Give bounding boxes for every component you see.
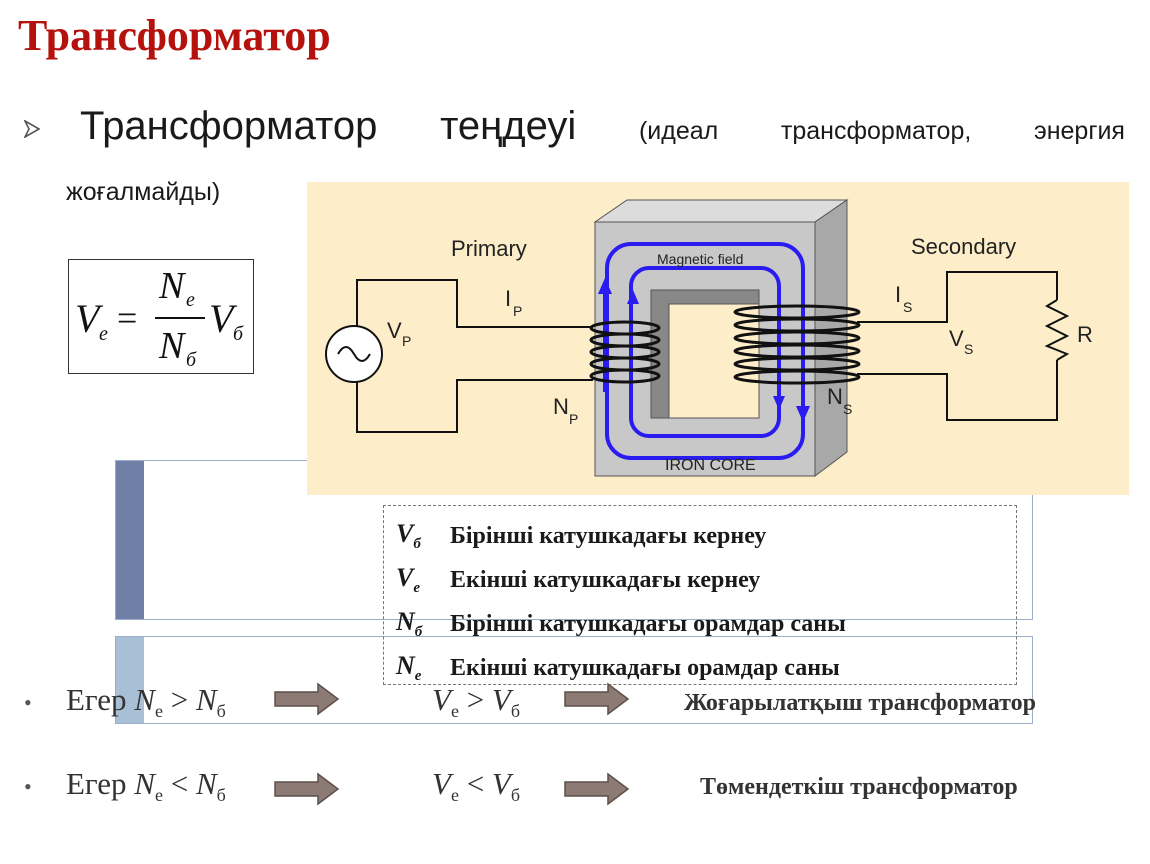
condition-prefix: Егер [66,682,127,717]
cond-va: V [432,766,451,801]
legend-row: Ve Екінші катушкадағы кернеу [396,558,1016,602]
formula-den: N [158,325,187,367]
label-vp-sub: P [402,333,411,349]
cond-va: V [432,682,451,717]
formula-lhs-sub: e [99,323,108,345]
cond-b: N [195,766,217,801]
legend-text: Бірінші катушкадағы орамдар саны [450,610,846,637]
legend-text: Бірінші катушкадағы кернеу [450,522,767,549]
condition-prefix: Егер [66,766,127,801]
cond-vb: V [491,766,511,801]
formula-lhs: V [75,296,104,341]
cond-op: < [170,766,189,801]
condition-result: Жоғарылатқыш трансформатор [684,690,1036,716]
cond-vb-sub: б [510,785,521,806]
bullet-word: Трансформатор [80,104,378,148]
cond-a-sub: e [154,701,163,722]
right-arrow-icon [274,682,340,716]
condition-voltage: Ve < Vб [432,766,520,806]
cond-a: N [134,766,155,801]
label-iron-core: IRON CORE [665,457,756,474]
legend-text: Екінші катушкадағы орамдар саны [450,654,840,681]
cond-va-sub: e [450,785,459,806]
symbol-legend: Vб Бірінші катушкадағы кернеу Ve Екінші … [383,505,1017,685]
formula-box: V e = N e N б V б [68,259,254,374]
arrowhead-bullet-icon [23,118,41,144]
bullet-word: (идеал [638,117,719,145]
cond-va-sub: e [450,701,459,722]
slide-title: Трансформатор [18,11,331,60]
legend-text: Екінші катушкадағы кернеу [450,566,761,593]
label-ip-sub: P [513,303,522,319]
cond-vop: > [466,682,485,717]
label-vp: V [387,318,402,343]
bullet-word: трансформатор, [780,117,972,145]
formula-rhs-sub: б [233,323,244,345]
formula-num: N [158,265,187,307]
label-r: R [1077,322,1093,347]
label-vs: V [949,326,964,351]
right-arrow-icon [564,682,630,716]
condition-voltage: Ve > Vб [432,682,520,722]
label-primary: Primary [451,236,527,261]
cond-vop: < [466,766,485,801]
legend-row: Nб Бірінші катушкадағы орамдар саны [396,602,1016,646]
label-np-sub: P [569,411,578,427]
formula-rhs: V [209,296,238,341]
bullet-line-main: Трансформатор теңдеуі (идеал трансформат… [80,104,1125,149]
transformer-diagram: Primary Secondary Magnetic field IRON CO… [307,182,1129,495]
label-ip: I [505,286,511,311]
formula-den-sub: б [186,349,197,371]
label-np: N [553,394,569,419]
decorative-bar-bottom [115,636,1033,724]
cond-a: N [134,682,155,717]
legend-symbol: N [396,650,415,680]
label-is: I [895,282,901,307]
legend-symbol-sub: e [413,580,421,597]
legend-row: Ne Екінші катушкадағы орамдар саны [396,646,1016,690]
cond-b: N [195,682,217,717]
condition-bullet: • [24,690,32,715]
cond-b-sub: б [216,701,226,722]
cond-b-sub: б [216,785,226,806]
legend-symbol: V [396,518,414,548]
formula-num-sub: e [186,289,195,311]
condition-bullet: • [24,774,32,799]
legend-symbol-sub: б [414,624,423,641]
bullet-word: энергия [1033,117,1125,145]
label-vs-sub: S [964,341,973,357]
formula-eq: = [117,298,137,338]
cond-a-sub: e [154,785,163,806]
legend-symbol: V [396,562,414,592]
legend-symbol: N [396,606,415,636]
legend-symbol-sub: б [413,536,421,553]
condition-lhs: Егер Ne < Nб [66,766,226,806]
right-arrow-icon [274,772,340,806]
label-is-sub: S [903,299,912,315]
cond-vb: V [491,682,511,717]
legend-symbol-sub: e [414,668,422,685]
legend-row: Vб Бірінші катушкадағы кернеу [396,514,1016,558]
label-secondary: Secondary [911,234,1016,259]
cond-vb-sub: б [510,701,521,722]
label-ns: N [827,384,843,409]
cond-op: > [170,682,189,717]
label-ns-sub: S [843,401,852,417]
bullet-line-continuation: жоғалмайды) [66,178,221,206]
bullet-word: теңдеуі [440,104,577,148]
condition-result: Төмендеткіш трансформатор [700,774,1018,800]
right-arrow-icon [564,772,630,806]
condition-lhs: Егер Ne > Nб [66,682,226,722]
label-magnetic-field: Magnetic field [657,251,743,267]
